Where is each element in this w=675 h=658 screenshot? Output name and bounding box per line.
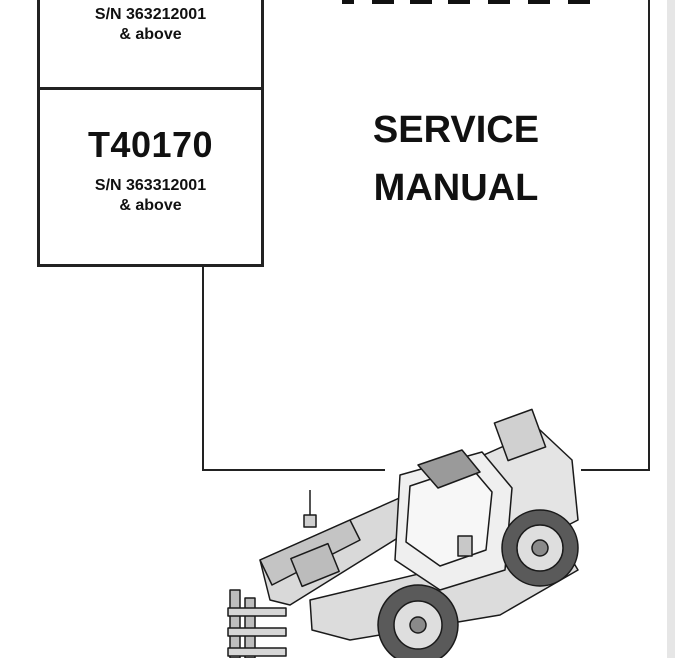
cropped-logo-text [330, 0, 610, 6]
model-number: T40170 [87, 124, 214, 165]
telehandler-illustration [227, 408, 579, 658]
model-box-top: S/N 363212001 & above [37, 0, 264, 90]
title-line-service: SERVICE [372, 109, 540, 151]
title-line-manual: MANUAL [373, 167, 539, 209]
serial-range: & above [119, 197, 182, 214]
serial-range: & above [119, 26, 182, 43]
page-edge [667, 0, 675, 658]
document-title: SERVICE MANUAL [340, 101, 572, 217]
front-wheel [377, 584, 459, 658]
serial-number: S/N 363212001 [94, 6, 207, 23]
model-box-bottom: T40170 S/N 363312001 & above [37, 87, 264, 267]
fork-carriage [227, 589, 287, 658]
serial-number: S/N 363312001 [94, 177, 207, 194]
rear-wheel [501, 509, 579, 587]
